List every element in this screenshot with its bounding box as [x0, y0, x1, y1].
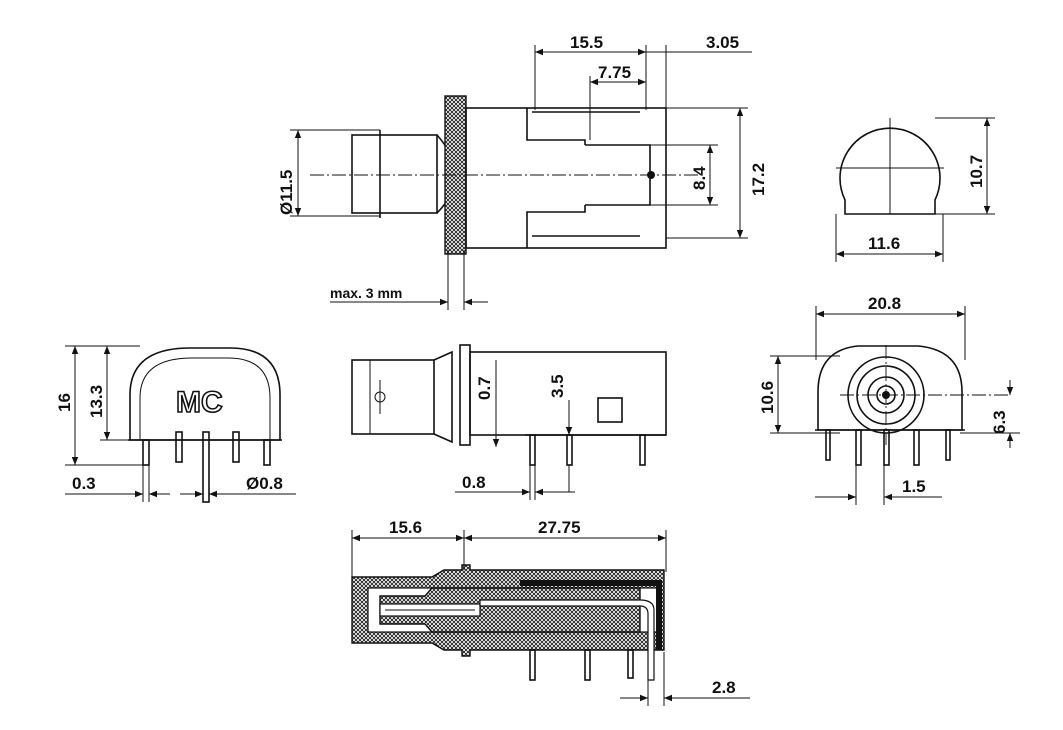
dim-dia-0-8: Ø0.8: [246, 474, 283, 493]
dim-15-5: 15.5: [570, 33, 603, 52]
dim-16: 16: [55, 393, 74, 412]
dim-10-6: 10.6: [758, 381, 777, 414]
dim-17-2: 17.2: [749, 163, 768, 196]
dim-8-4: 8.4: [690, 166, 709, 190]
right-end-view: 20.8 10.6 6.3 1.5: [758, 294, 1020, 505]
dim-27-75: 27.75: [538, 518, 581, 537]
dim-0-3: 0.3: [72, 474, 96, 493]
dim-10-7: 10.7: [967, 155, 986, 188]
dim-2-8: 2.8: [712, 678, 736, 697]
front-view-top-right: 10.7 11.6: [835, 117, 995, 262]
dim-11-6: 11.6: [868, 234, 900, 253]
dim-3-5: 3.5: [548, 374, 567, 398]
dim-20-8: 20.8: [868, 294, 901, 313]
mc-logo: MC: [176, 386, 223, 419]
dim-3-05: 3.05: [706, 33, 739, 52]
top-view: 15.5 3.05 7.75 8.4 17.2 Ø11.5 max. 3 mm: [277, 33, 768, 310]
left-end-view: MC 16 13.3 0.3 Ø0.8: [55, 345, 296, 503]
middle-side-view: 0.7 3.5 0.8: [351, 344, 667, 500]
dim-7-75: 7.75: [598, 63, 631, 82]
dim-max-3mm: max. 3 mm: [330, 285, 402, 301]
dim-6-3: 6.3: [990, 410, 1009, 434]
dim-13-3: 13.3: [87, 385, 106, 418]
dim-15-6: 15.6: [389, 518, 422, 537]
dim-0-8: 0.8: [462, 473, 486, 492]
dim-0-7: 0.7: [475, 376, 494, 400]
section-view: 15.6 27.75 2.8: [351, 518, 750, 706]
dim-dia-11-5: Ø11.5: [277, 170, 296, 215]
dim-1-5: 1.5: [902, 477, 926, 496]
